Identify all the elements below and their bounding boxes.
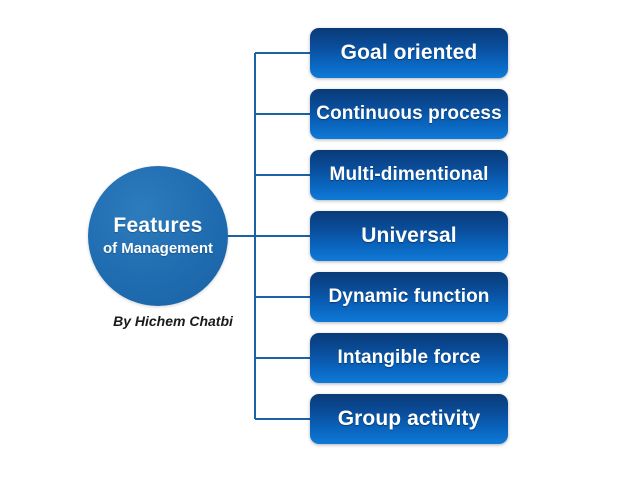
feature-box-intangible-force: Intangible force — [310, 333, 508, 383]
central-hub: Features of Management — [88, 166, 228, 306]
feature-box-goal-oriented: Goal oriented — [310, 28, 508, 78]
feature-box-multi-dimentional: Multi-dimentional — [310, 150, 508, 200]
author-credit: By Hichem Chatbi — [113, 313, 233, 329]
feature-box-group-activity: Group activity — [310, 394, 508, 444]
feature-box-universal: Universal — [310, 211, 508, 261]
hub-subtitle: of Management — [102, 240, 213, 258]
feature-box-dynamic-function: Dynamic function — [310, 272, 508, 322]
feature-box-continuous-process: Continuous process — [310, 89, 508, 139]
hub-title: Features — [113, 213, 203, 237]
